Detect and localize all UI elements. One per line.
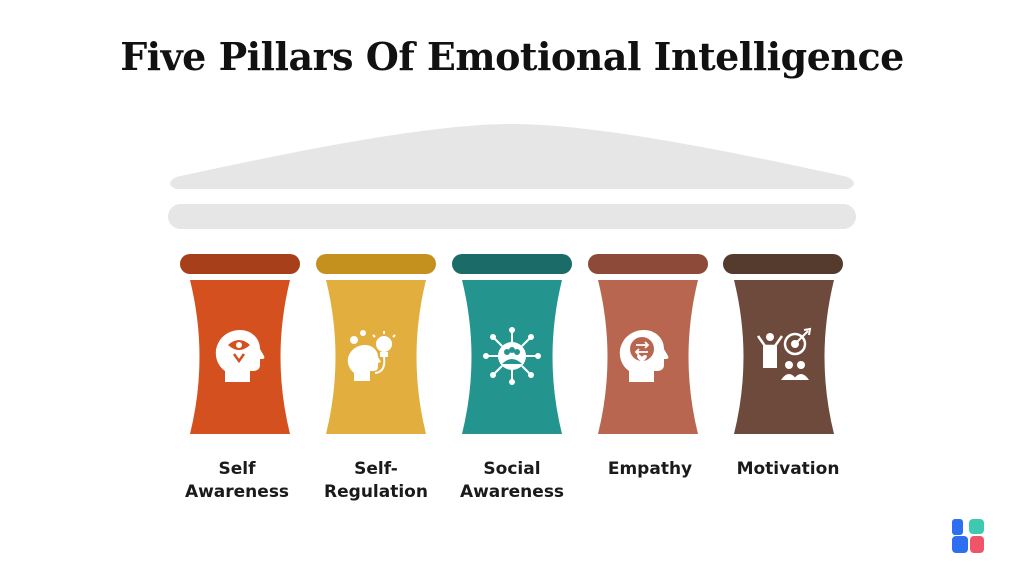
head-eye-icon — [215, 330, 265, 382]
pillar-cap — [316, 254, 436, 274]
label-line: Empathy — [607, 459, 693, 479]
pillar-label-motivation: Motivation — [723, 458, 853, 481]
pillar-cap — [180, 254, 300, 274]
pillar-motivation — [723, 254, 843, 434]
label-line: Self — [218, 459, 256, 479]
label-line: Self- — [354, 459, 398, 479]
label-line: Motivation — [736, 459, 840, 479]
pillar-label-self-regulation: Self- Regulation — [311, 458, 441, 504]
head-lightbulb-icon — [347, 330, 396, 381]
pillar-self-regulation — [316, 254, 436, 434]
page-title: Five Pillars Of Emotional Intelligence — [120, 34, 904, 79]
label-line: Social — [483, 459, 541, 479]
pillar-self-awareness — [180, 254, 300, 434]
pillar-cap — [588, 254, 708, 274]
brand-logo-icon — [952, 519, 984, 553]
pillar-social-awareness — [452, 254, 572, 434]
head-heart-exchange-icon — [619, 330, 669, 382]
label-line: Regulation — [324, 482, 428, 502]
temple-roof — [170, 124, 854, 189]
label-line: Awareness — [459, 482, 565, 502]
label-line: Awareness — [184, 482, 290, 502]
pillar-body — [734, 280, 834, 434]
pillar-label-empathy: Empathy — [585, 458, 715, 481]
pillar-label-social-awareness: Social Awareness — [447, 458, 577, 504]
pillar-empathy — [588, 254, 708, 434]
pillar-cap — [452, 254, 572, 274]
pillar-label-self-awareness: Self Awareness — [172, 458, 302, 504]
temple-beam — [168, 204, 856, 229]
pillar-cap — [723, 254, 843, 274]
target-achievement-icon — [756, 327, 812, 380]
network-people-icon — [483, 327, 541, 385]
